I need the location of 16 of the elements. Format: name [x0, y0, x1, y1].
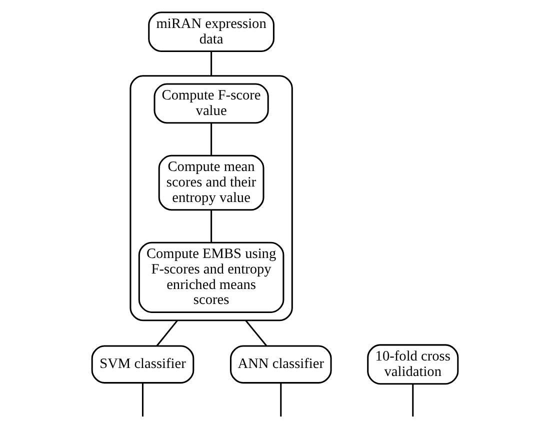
- connector: [210, 52, 212, 76]
- node-box: Compute mean scores and their entropy value: [158, 154, 264, 211]
- connector: [210, 210, 212, 242]
- connector: [141, 383, 144, 417]
- node-box: miRAN expression data: [148, 12, 274, 52]
- connector: [244, 320, 267, 346]
- connector: [156, 320, 178, 346]
- connector: [280, 383, 282, 417]
- node-box: Compute F-score value: [153, 83, 268, 124]
- node-box: SVM classifier: [90, 345, 194, 384]
- node-box: Compute EMBS using F-scores and entropy enriched means scores: [138, 242, 284, 313]
- node-box: 10-fold cross validation: [366, 344, 458, 385]
- node-box: ANN classifier: [229, 345, 332, 384]
- connector: [210, 123, 212, 156]
- cluster: [129, 75, 292, 322]
- connector: [412, 384, 414, 417]
